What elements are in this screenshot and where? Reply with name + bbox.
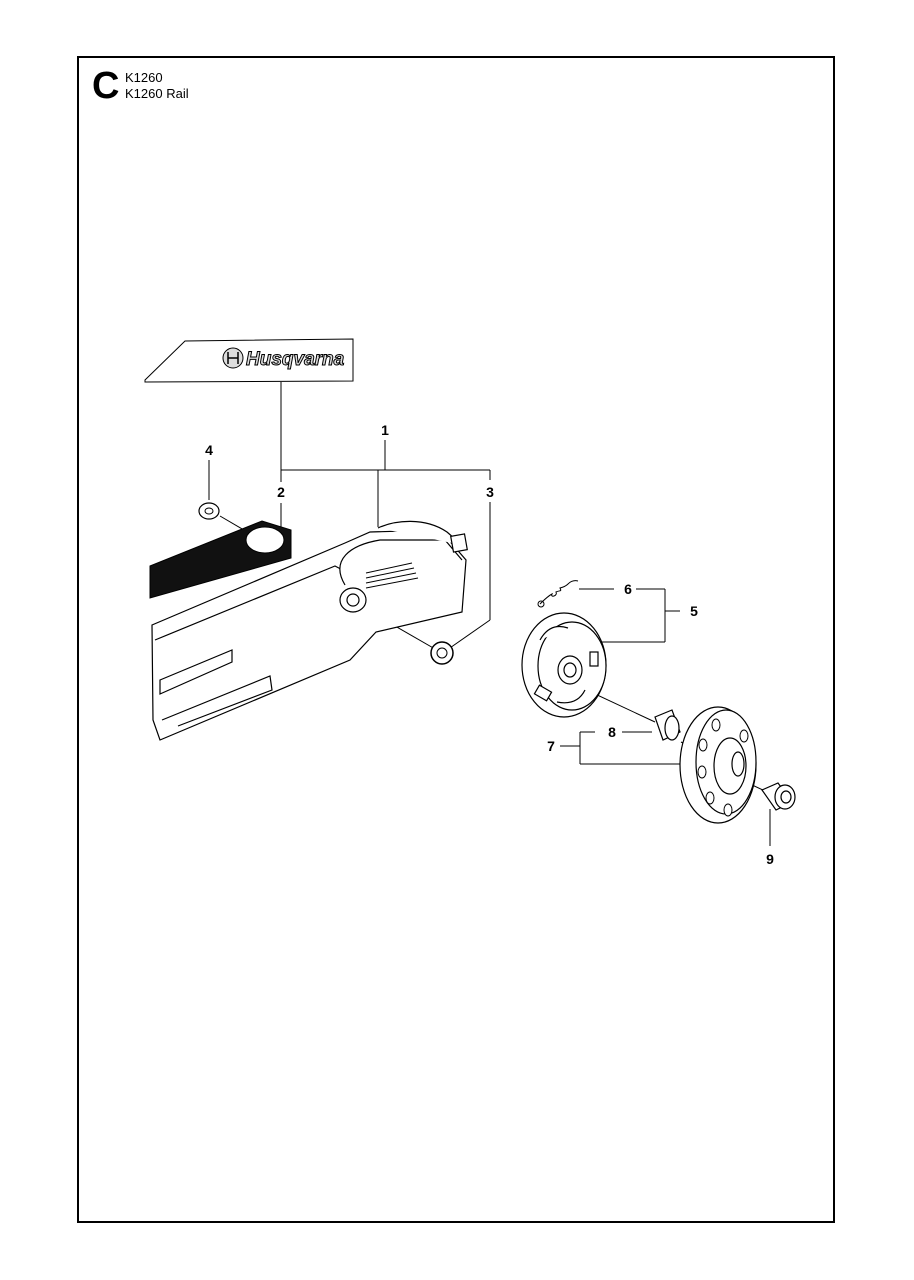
callout-8: 8 xyxy=(608,724,616,740)
callout-5: 5 xyxy=(690,603,698,619)
callout-1: 1 xyxy=(381,422,389,438)
callout-4: 4 xyxy=(205,442,213,458)
callout-9: 9 xyxy=(766,851,774,867)
decal-brand-text: Husqvarna xyxy=(246,349,345,370)
model-name-1: K1260 xyxy=(125,70,163,85)
callout-7: 7 xyxy=(547,738,555,754)
part-2-decal-plate xyxy=(149,520,292,599)
part-9-bushing xyxy=(761,782,796,811)
page-frame xyxy=(77,56,835,1223)
husqvarna-decal: Husqvarna xyxy=(144,338,354,383)
callout-6: 6 xyxy=(624,581,632,597)
section-letter: C xyxy=(92,65,120,107)
model-name-2: K1260 Rail xyxy=(125,86,189,101)
part-4-nut xyxy=(198,502,220,520)
callout-2: 2 xyxy=(277,484,285,500)
part-3-washer xyxy=(430,641,454,665)
part-5-clutch xyxy=(521,612,607,718)
part-8-needle-bearing xyxy=(654,709,681,741)
part-1-cutting-arm xyxy=(151,520,468,741)
husqvarna-crown-logo-icon xyxy=(222,347,244,369)
callout-3: 3 xyxy=(486,484,494,500)
part-7-clutch-drum xyxy=(679,706,757,824)
part-6-spring xyxy=(537,580,579,608)
